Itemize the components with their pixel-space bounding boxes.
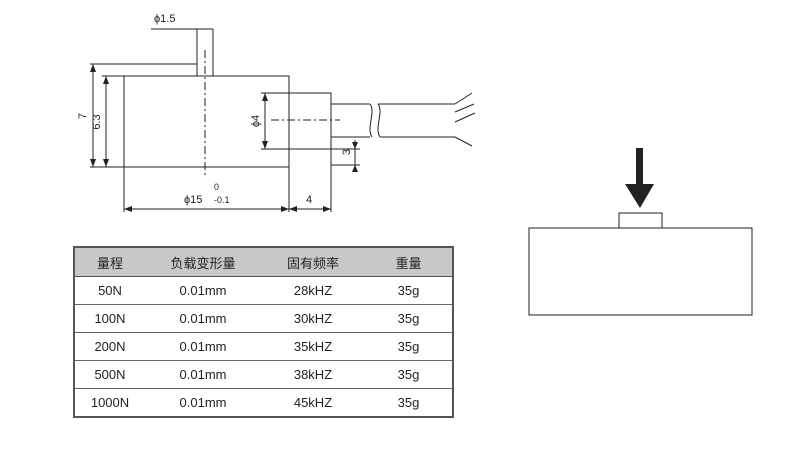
spec-table-header-row: 量程 负载变形量 固有频率 重量 [74,247,453,277]
cell-frequency: 28kHZ [261,276,365,305]
dim-connector-diameter: ϕ4 [250,115,262,127]
cell-frequency: 30kHZ [261,304,365,333]
cable-outline [331,92,476,147]
dim-body-diameter: ϕ15 [184,194,202,206]
header-frequency: 固有频率 [261,247,365,277]
cell-range: 1000N [74,388,145,417]
spec-table: 量程 负载变形量 固有频率 重量 50N 0.01mm 28kHZ 35g 10… [73,246,454,418]
table-row: 200N 0.01mm 35kHZ 35g [74,332,453,361]
load-cell-side-view [528,227,753,316]
table-row: 500N 0.01mm 38kHZ 35g [74,360,453,389]
load-arrow-head [625,184,654,208]
header-weight: 重量 [365,247,453,277]
header-deformation: 负载变形量 [145,247,261,277]
cell-weight: 35g [365,304,453,333]
cell-weight: 35g [365,332,453,361]
cell-deformation: 0.01mm [145,304,261,333]
load-arrow-shaft [636,148,643,186]
table-row: 1000N 0.01mm 45kHZ 35g [74,388,453,417]
cell-frequency: 38kHZ [261,360,365,389]
dim-connector-length: 4 [306,194,312,206]
cell-deformation: 0.01mm [145,332,261,361]
cell-range: 500N [74,360,145,389]
cell-deformation: 0.01mm [145,388,261,417]
connector-block [288,92,332,150]
cell-weight: 35g [365,360,453,389]
dim-connector-offset: 3 [341,149,353,155]
table-row: 100N 0.01mm 30kHZ 35g [74,304,453,333]
cell-range: 100N [74,304,145,333]
header-range: 量程 [74,247,145,277]
cell-range: 50N [74,276,145,305]
dim-wire-diameter: ϕ1.5 [154,13,175,25]
cell-weight: 35g [365,276,453,305]
cell-weight: 35g [365,388,453,417]
dim-body-height: 6.3 [91,114,103,129]
table-row: 50N 0.01mm 28kHZ 35g [74,276,453,305]
sensor-body-outline [123,75,290,168]
cell-frequency: 45kHZ [261,388,365,417]
cell-frequency: 35kHZ [261,332,365,361]
dim-tolerance-lower: -0.1 [214,195,230,205]
load-button [618,212,663,229]
cell-deformation: 0.01mm [145,360,261,389]
dim-tolerance-upper: 0 [214,182,219,192]
cell-range: 200N [74,332,145,361]
dim-total-height: 7 [77,113,89,119]
cell-deformation: 0.01mm [145,276,261,305]
